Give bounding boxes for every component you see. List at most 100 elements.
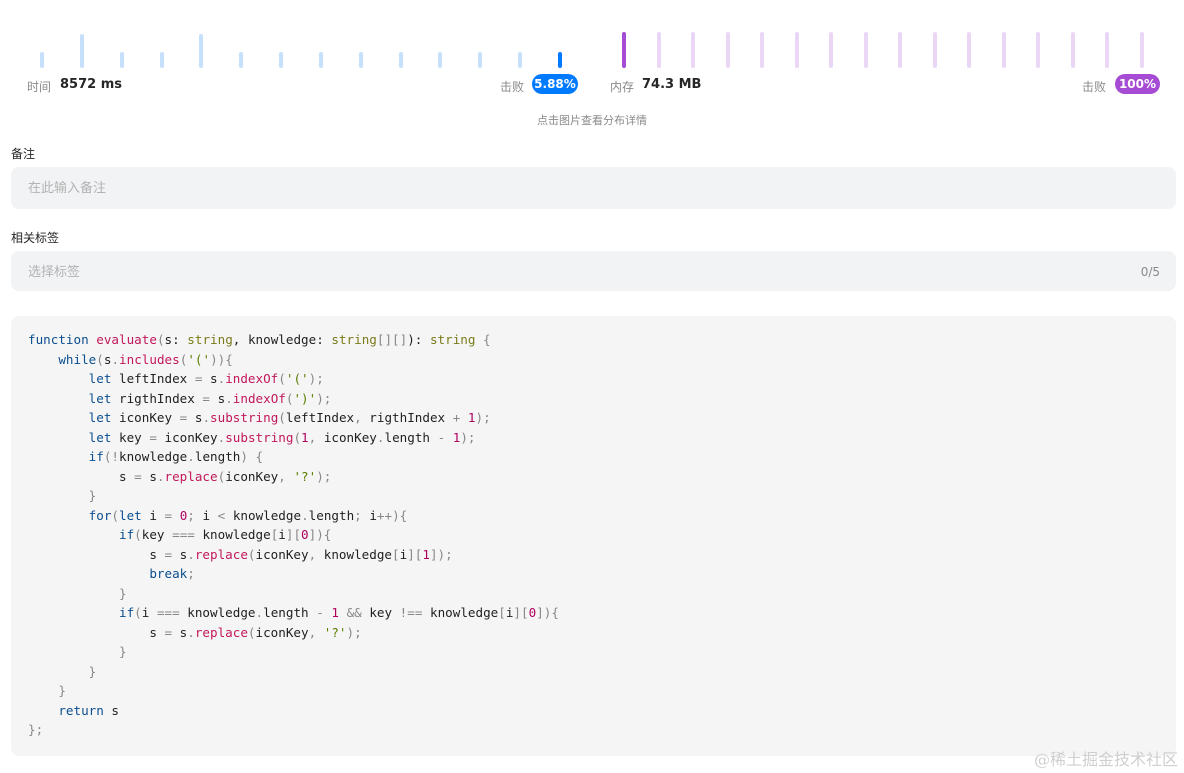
code-token: ); xyxy=(316,390,332,406)
code-token: . xyxy=(255,605,264,620)
code-token: ( xyxy=(111,507,120,523)
distribution-bar[interactable] xyxy=(898,32,902,68)
code-token: s xyxy=(210,390,226,406)
code-token: , xyxy=(278,468,294,484)
code-token: i xyxy=(141,605,157,620)
code-token: s xyxy=(172,624,188,640)
code-token: ( xyxy=(179,351,188,367)
code-token: ( xyxy=(247,546,256,562)
distribution-bar[interactable] xyxy=(359,52,363,68)
distribution-bar[interactable] xyxy=(1036,32,1040,68)
code-token: ); xyxy=(460,429,476,445)
distribution-bar[interactable] xyxy=(829,32,833,68)
code-token: 0 xyxy=(179,507,188,523)
distribution-bar[interactable] xyxy=(558,52,562,68)
distribution-bar[interactable] xyxy=(279,52,283,68)
memory-distribution-chart[interactable] xyxy=(622,28,1152,68)
code-token: s xyxy=(187,410,203,425)
code-token: while xyxy=(58,351,97,367)
tags-select[interactable]: 0/5 xyxy=(11,251,1176,293)
distribution-bar[interactable] xyxy=(691,32,695,68)
distribution-bar[interactable] xyxy=(1071,32,1075,68)
code-token: if xyxy=(119,527,135,542)
distribution-bar[interactable] xyxy=(657,32,661,68)
memory-beats-label: 击败 xyxy=(1082,80,1107,94)
code-token: . xyxy=(187,449,195,464)
code-token xyxy=(28,703,58,718)
code-token xyxy=(339,605,347,620)
code-token: length xyxy=(384,429,438,445)
distribution-bar[interactable] xyxy=(399,52,403,68)
distribution-bar[interactable] xyxy=(622,32,626,68)
code-token: length xyxy=(194,449,241,464)
code-token xyxy=(28,644,119,659)
code-token: s xyxy=(28,624,165,640)
distribution-bar[interactable] xyxy=(80,34,84,68)
notes-input[interactable] xyxy=(28,167,1108,209)
code-token: }; xyxy=(28,722,44,737)
distribution-bar[interactable] xyxy=(967,32,971,68)
code-token: let xyxy=(88,429,112,445)
code-token: break xyxy=(149,566,188,581)
code-token: } xyxy=(119,585,127,601)
code-token: } xyxy=(88,488,97,503)
code-token: . xyxy=(301,507,309,523)
distribution-bar[interactable] xyxy=(478,52,482,68)
code-token: return xyxy=(58,702,104,718)
code-token: . xyxy=(111,351,120,367)
code-token: ; xyxy=(187,507,203,523)
distribution-bar[interactable] xyxy=(319,52,323,68)
code-token: ( xyxy=(134,605,142,620)
distribution-bar[interactable] xyxy=(40,52,44,68)
code-token: string xyxy=(187,332,233,347)
code-token xyxy=(28,391,89,406)
code-token: knowledge xyxy=(323,546,393,562)
code-token: . xyxy=(217,429,226,445)
code-token: substring xyxy=(225,429,294,445)
code-token: ; xyxy=(354,507,370,523)
runtime-distribution-chart[interactable] xyxy=(40,28,570,68)
code-token: ++){ xyxy=(376,507,408,523)
code-token: if xyxy=(119,605,135,620)
submission-stats[interactable]: 时间 8572 ms 击败 5.88% 内存 74.3 MB 击败 100% 点… xyxy=(0,0,1184,130)
distribution-bar[interactable] xyxy=(160,52,164,68)
distribution-bar[interactable] xyxy=(864,32,868,68)
distribution-bar[interactable] xyxy=(1140,32,1144,68)
code-token: s xyxy=(103,702,120,718)
code-token: [ xyxy=(270,527,279,542)
code-token: . xyxy=(156,468,165,484)
distribution-bar[interactable] xyxy=(239,52,243,68)
code-token: . xyxy=(225,390,233,406)
code-token: i xyxy=(278,527,286,542)
distribution-bar[interactable] xyxy=(726,32,730,68)
distribution-bar[interactable] xyxy=(1105,32,1109,68)
tags-input[interactable] xyxy=(28,252,1108,293)
notes-field[interactable] xyxy=(11,167,1176,209)
distribution-bar[interactable] xyxy=(1002,32,1006,68)
code-token: iconKey xyxy=(255,546,309,562)
code-token: === xyxy=(156,605,180,620)
distribution-bar[interactable] xyxy=(438,52,442,68)
code-token: ][ xyxy=(407,546,423,562)
code-token: } xyxy=(58,683,66,698)
distribution-bar[interactable] xyxy=(199,34,203,68)
code-token xyxy=(28,586,119,601)
code-token: replace xyxy=(194,624,248,640)
code-token: i xyxy=(369,507,377,523)
distribution-bar[interactable] xyxy=(760,32,764,68)
distribution-bar[interactable] xyxy=(795,32,799,68)
code-token: < xyxy=(217,507,226,523)
code-token: iconKey xyxy=(255,624,309,640)
code-token: '(' xyxy=(285,371,309,386)
distribution-bar[interactable] xyxy=(120,52,124,68)
code-token: = xyxy=(202,390,211,406)
memory-label: 内存 xyxy=(610,80,635,94)
code-token: i xyxy=(202,507,218,523)
distribution-bar[interactable] xyxy=(518,52,522,68)
distribution-bar[interactable] xyxy=(933,32,937,68)
code-token: ( xyxy=(285,390,294,406)
code-token: s xyxy=(164,332,173,347)
code-token xyxy=(28,566,149,581)
code-token: for xyxy=(88,507,112,523)
code-token: ( xyxy=(247,624,256,640)
